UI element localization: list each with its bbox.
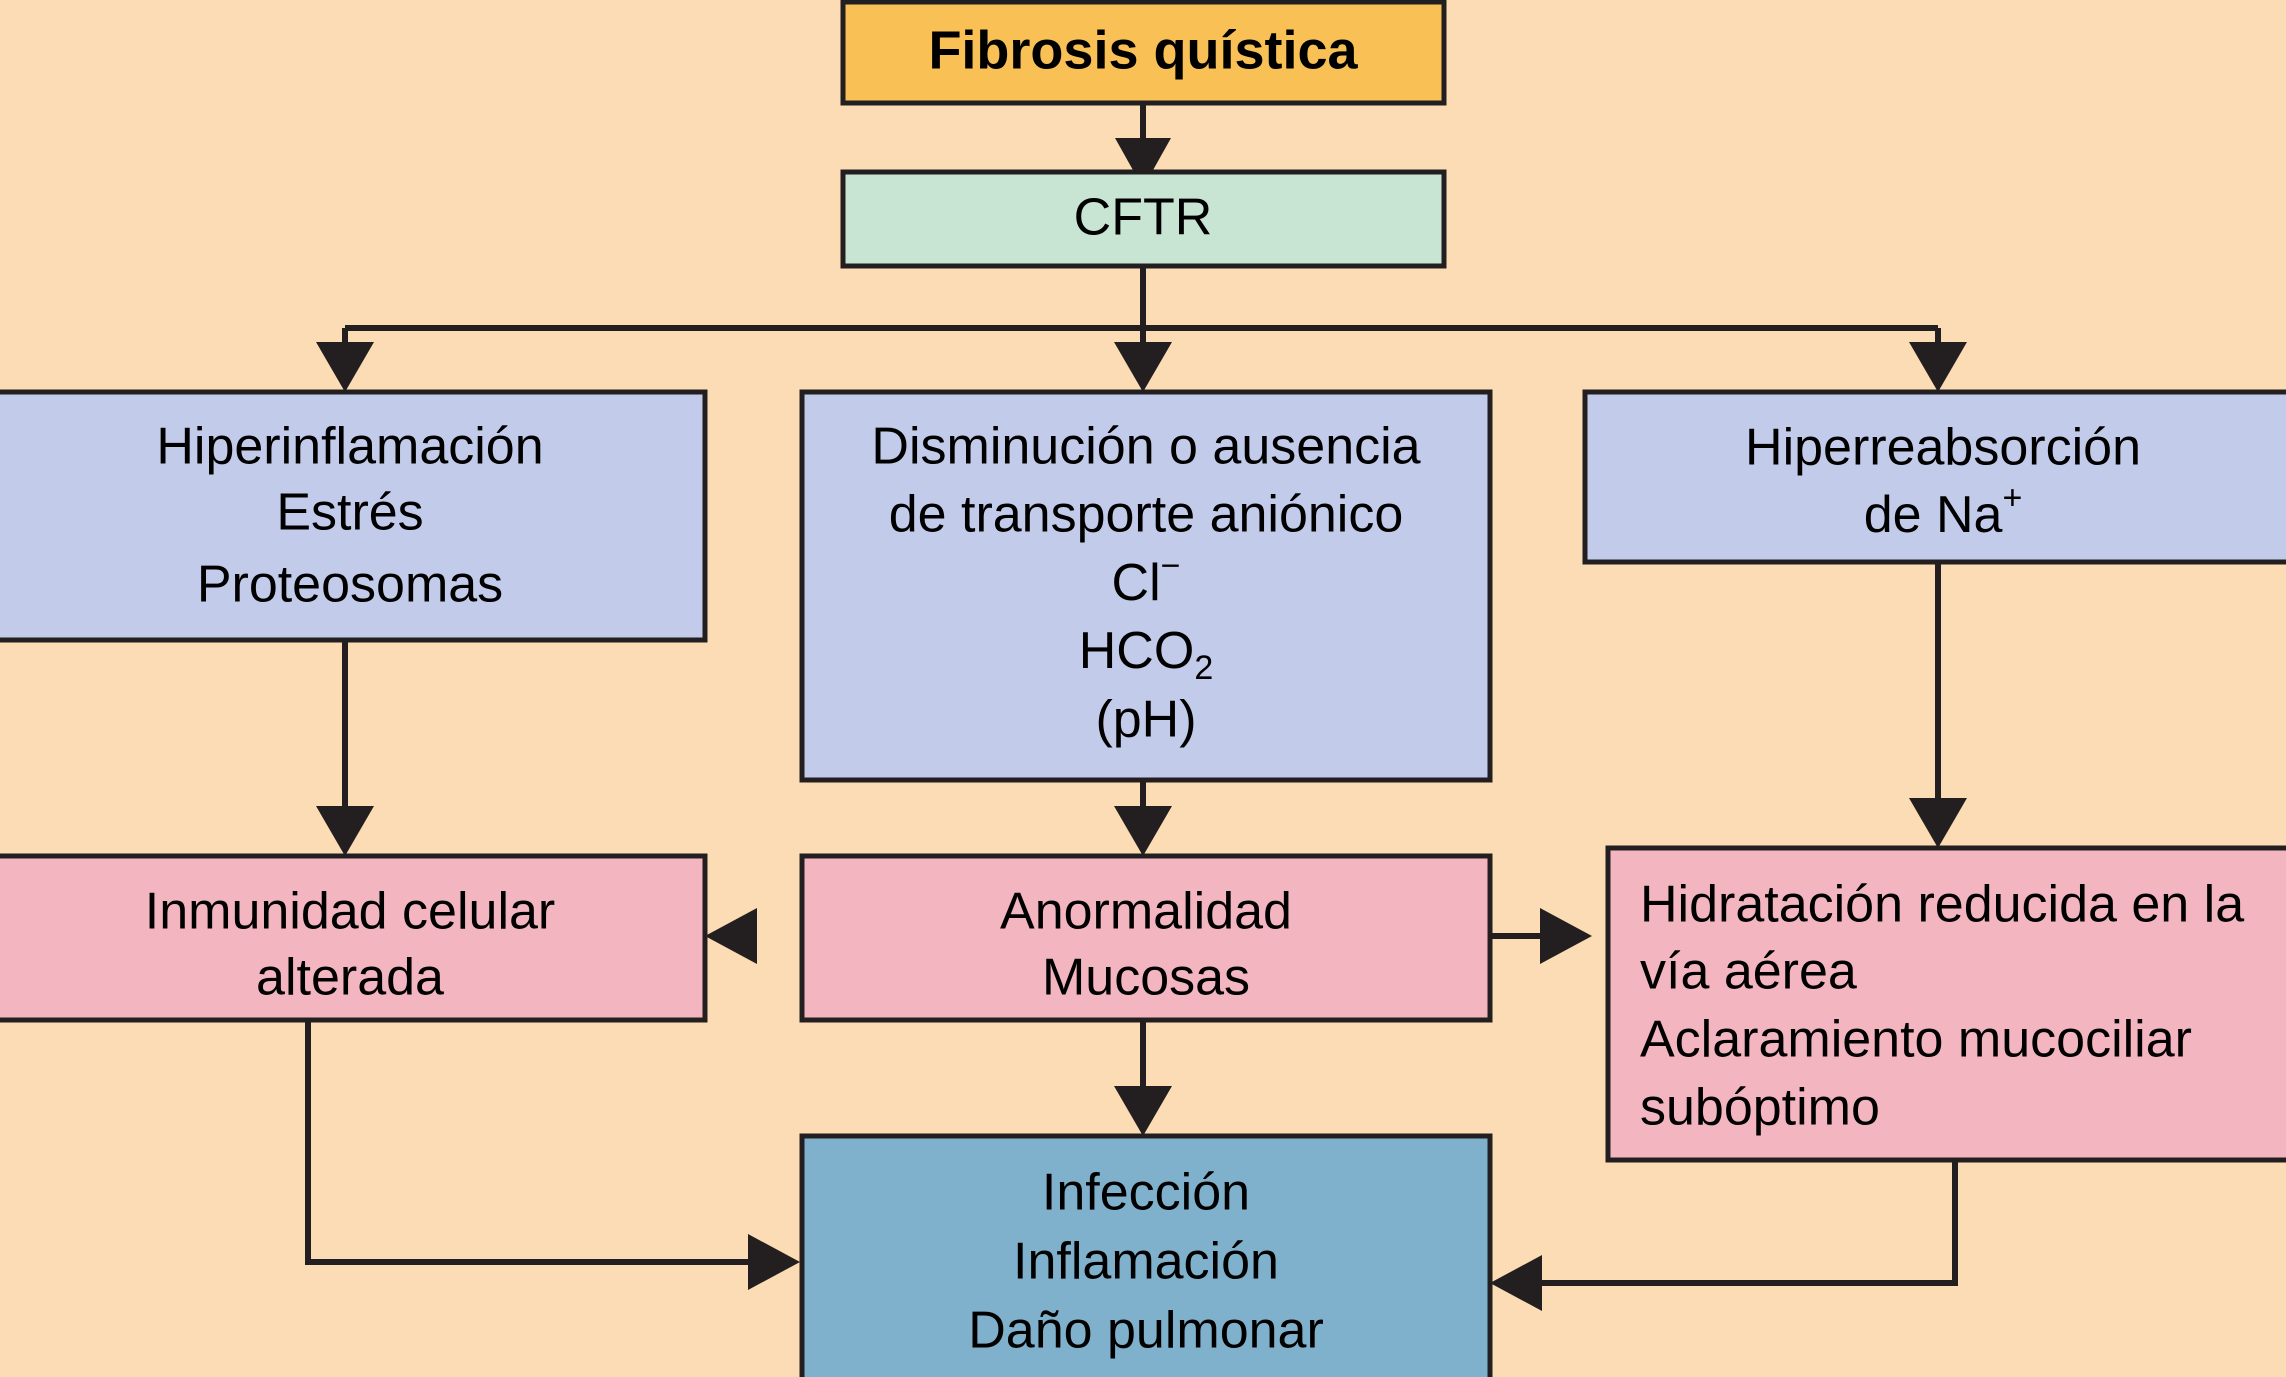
node-infeccion-line-2: Inflamación [1013, 1233, 1279, 1291]
node-anormalidad-line-2: Mucosas [1042, 949, 1250, 1007]
node-hiperinflamacion-line-3: Proteosomas [197, 556, 503, 614]
chloride-base: Cl [1112, 554, 1161, 612]
arrowhead-down [1114, 1086, 1172, 1136]
node-transporte-anionico-rect [799, 389, 1493, 783]
node-infeccion-inflamacion-dano-rect [799, 1133, 1493, 1377]
node-hiperreabsorcion-na-line-2-sodium: de Na+ [1864, 479, 2023, 544]
node-infeccion-line-3: Daño pulmonar [968, 1302, 1324, 1360]
edge-anormalidad-to-inmunidad [705, 908, 757, 964]
edge-fq-to-cftr [1115, 103, 1171, 188]
arrowhead-down [1114, 342, 1172, 392]
arrowhead-left [705, 908, 757, 964]
node-anormalidad-mucosas-rect [799, 853, 1493, 1023]
arrowhead-down [1114, 806, 1172, 856]
edge-inmunidad-to-infeccion [305, 1020, 800, 1290]
node-hidratacion-line-2: vía aérea [1640, 943, 1857, 1001]
bicarbonate-subscript: 2 [1194, 649, 1213, 687]
arrowhead-down [1909, 342, 1967, 392]
node-hidratacion-line-4: subóptimo [1640, 1079, 1880, 1137]
node-hidratacion-line-1: Hidratación reducida en la [1640, 876, 2244, 934]
edge-transporte-to-anormalidad [1114, 780, 1172, 856]
node-transporte-anionico-line-2: de transporte aniónico [889, 486, 1404, 544]
node-fibrosis-quistica-label: Fibrosis quística [928, 20, 1358, 80]
node-cftr[interactable]: CFTR [840, 169, 1447, 269]
edge-anormalidad-to-infeccion [1114, 1020, 1172, 1136]
node-fibrosis-quistica-rect [840, 0, 1447, 106]
edge-hiperreabsorcion-to-hidratacion [1909, 562, 1967, 848]
arrowhead-right [1540, 908, 1592, 964]
node-transporte-anionico-line-5: (pH) [1095, 691, 1196, 749]
node-transporte-anionico[interactable]: Disminución o ausencia de transporte ani… [799, 389, 1493, 783]
node-anormalidad-line-1: Anormalidad [1000, 883, 1292, 941]
arrowhead-down [316, 806, 374, 856]
node-inmunidad-celular-alterada-rect [0, 853, 708, 1023]
node-hiperreabsorcion-na[interactable]: Hiperreabsorción de Na+ [1582, 389, 2286, 565]
node-inmunidad-celular-alterada[interactable]: Inmunidad celular alterada [0, 853, 708, 1023]
node-infeccion-inflamacion-dano[interactable]: Infección Inflamación Daño pulmonar [799, 1133, 1493, 1377]
node-cftr-label: CFTR [1074, 189, 1213, 247]
node-transporte-anionico-line-4-bicarbonate: HCO2 [1079, 622, 1213, 687]
node-hidratacion-line-3: Aclaramiento mucociliar [1640, 1011, 2192, 1069]
edge-cftr-to-transporte [1114, 328, 1172, 392]
arrowhead-down [1115, 138, 1171, 188]
node-inmunidad-line-1: Inmunidad celular [145, 883, 555, 941]
node-hiperreabsorcion-na-line-1: Hiperreabsorción [1745, 419, 2141, 477]
arrowhead-down [316, 342, 374, 392]
node-transporte-anionico-line-3-chloride: Cl− [1112, 547, 1181, 612]
sodium-charge: + [2002, 479, 2022, 517]
node-hiperinflamacion-line-1: Hiperinflamación [156, 418, 543, 476]
node-hiperinflamacion-rect [0, 389, 708, 643]
edge-cftr-to-hiperinflamacion [316, 328, 374, 392]
edge-hidratacion-to-infeccion [1490, 1160, 1958, 1311]
node-inmunidad-line-2: alterada [256, 949, 444, 1007]
edge-cftr-bus [345, 266, 1938, 331]
node-cftr-rect [840, 169, 1447, 269]
bicarbonate-base: HCO [1079, 622, 1195, 680]
chloride-charge: − [1161, 547, 1181, 585]
node-hidratacion-reducida[interactable]: Hidratación reducida en la vía aérea Acl… [1605, 845, 2286, 1163]
edge-cftr-to-hiperreabsorcion [1909, 328, 1967, 392]
node-anormalidad-mucosas[interactable]: Anormalidad Mucosas [799, 853, 1493, 1023]
node-hidratacion-reducida-rect [1605, 845, 2286, 1163]
node-transporte-anionico-line-1: Disminución o ausencia [871, 418, 1420, 476]
arrowhead-left [1490, 1255, 1542, 1311]
edge-anormalidad-to-hidratacion [1490, 908, 1592, 964]
arrowhead-right [748, 1234, 800, 1290]
arrowhead-down [1909, 798, 1967, 848]
node-hiperinflamacion-line-2: Estrés [276, 484, 423, 542]
node-fibrosis-quistica[interactable]: Fibrosis quística [840, 0, 1447, 106]
sodium-base: de Na [1864, 486, 2003, 544]
node-infeccion-line-1: Infección [1042, 1164, 1250, 1222]
edge-hiperinflamacion-to-inmunidad [316, 640, 374, 856]
node-hiperreabsorcion-na-rect [1582, 389, 2286, 565]
node-hiperinflamacion[interactable]: Hiperinflamación Estrés Proteosomas [0, 389, 708, 643]
